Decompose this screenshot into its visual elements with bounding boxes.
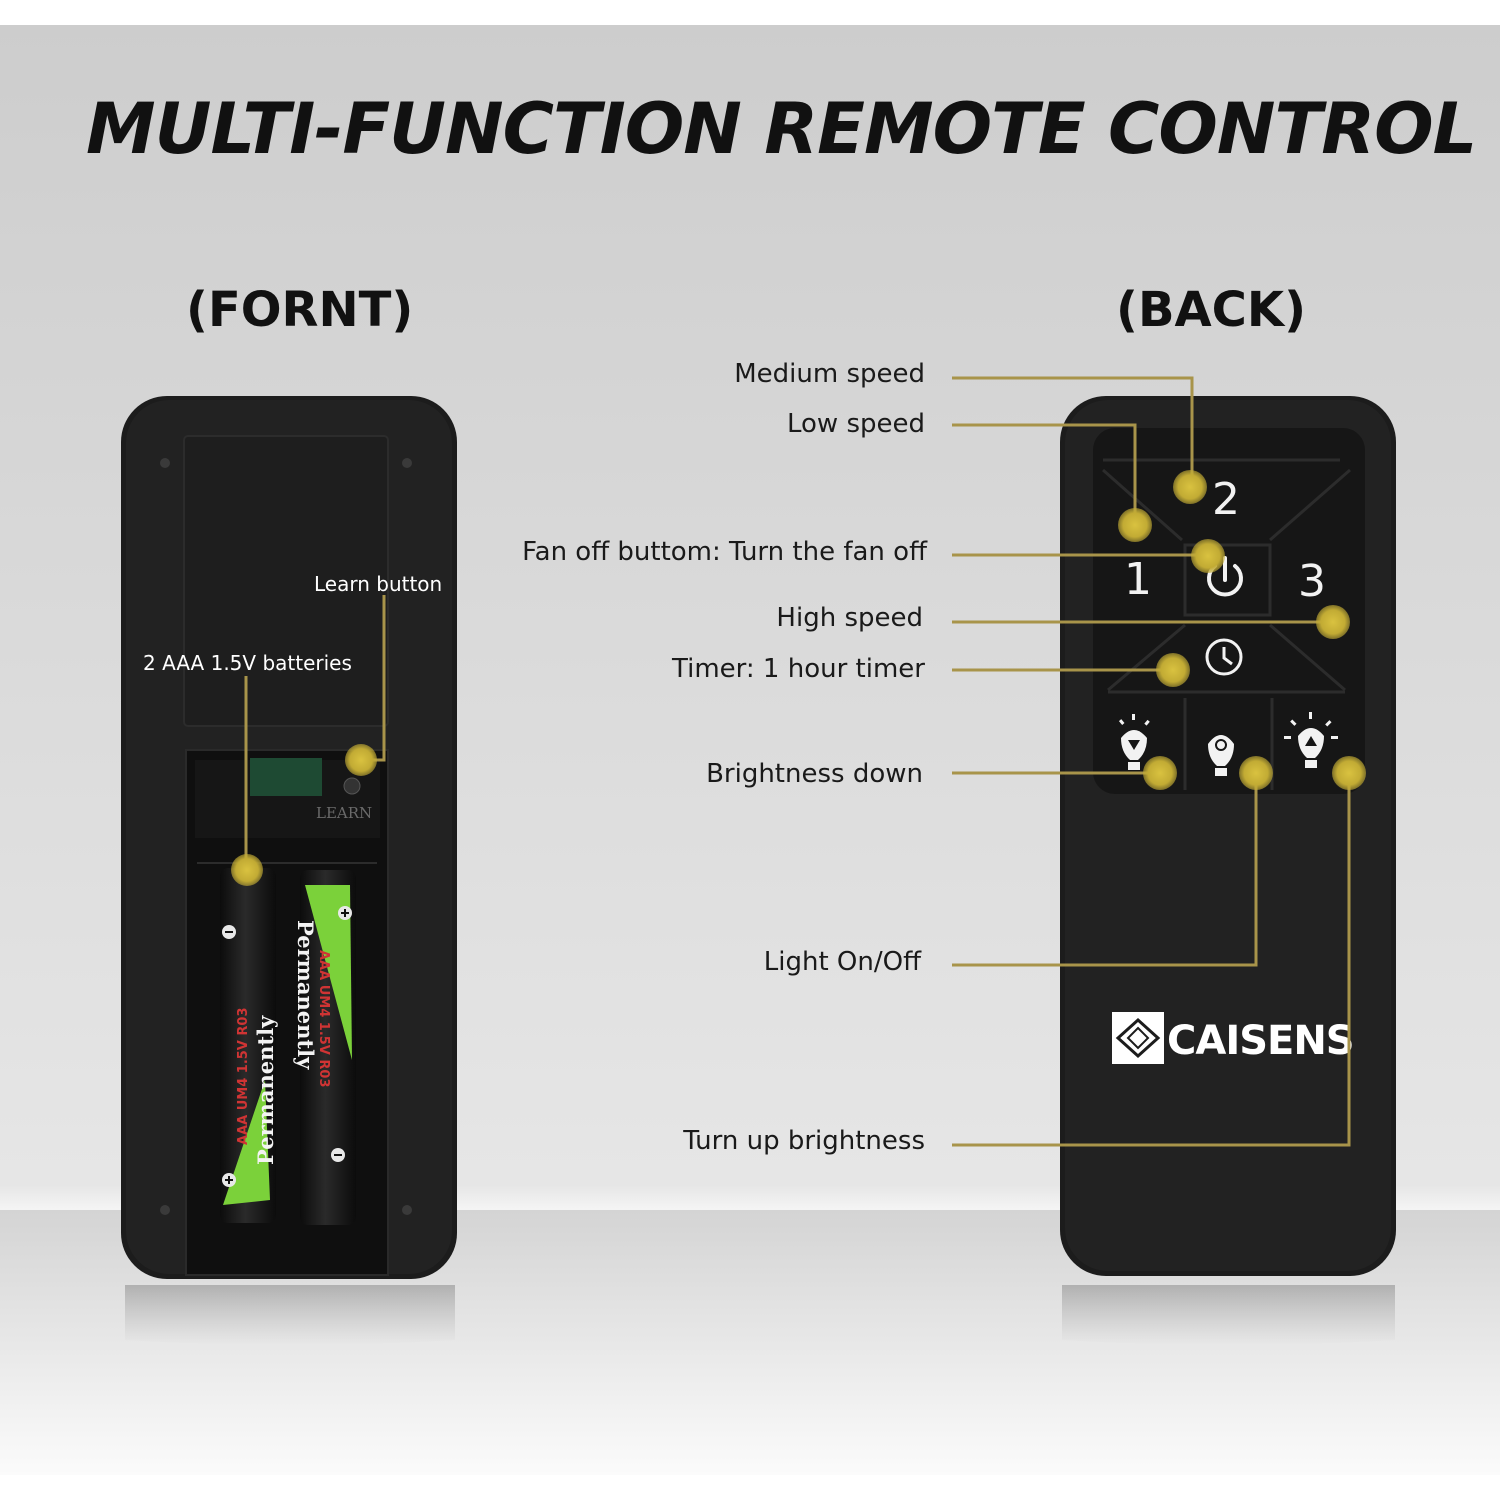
leader-low-speed bbox=[952, 423, 1137, 522]
callout-timer: Timer: 1 hour timer bbox=[672, 654, 925, 684]
key-low-speed[interactable]: 1 bbox=[1124, 554, 1152, 605]
front-label: (FORNT) bbox=[186, 282, 414, 338]
back-label: (BACK) bbox=[1116, 282, 1307, 338]
callout-high-speed: High speed bbox=[776, 603, 923, 633]
callout-medium-speed: Medium speed bbox=[734, 359, 925, 389]
marker-dot bbox=[231, 854, 263, 886]
marker-dot bbox=[345, 744, 377, 776]
battery-left-brand: Permanently bbox=[253, 1015, 278, 1165]
battery-left-spec: AAA UM4 1.5V R03 bbox=[236, 1008, 251, 1146]
batteries-callout: 2 AAA 1.5V batteries bbox=[143, 651, 352, 675]
light-bulb-power-icon[interactable] bbox=[1208, 735, 1234, 776]
marker-dot bbox=[1316, 605, 1350, 639]
headline: MULTI-FUNCTION REMOTE CONTROL bbox=[86, 88, 1477, 170]
brightness-down-icon[interactable] bbox=[1118, 714, 1150, 770]
marker-dot bbox=[1173, 470, 1207, 504]
key-high-speed[interactable]: 3 bbox=[1298, 556, 1326, 607]
timer-clock-icon[interactable] bbox=[1205, 638, 1243, 676]
leader-light-on-off bbox=[952, 775, 1258, 967]
front-remote-reflection bbox=[125, 1285, 455, 1345]
callout-leader-lines bbox=[244, 376, 1351, 1147]
power-icon[interactable] bbox=[1207, 556, 1243, 597]
front-remote: LEARN AAA UM4 1.5V R03 Permanently AAA U… bbox=[121, 396, 457, 1279]
callout-turn-up-brightness: Turn up brightness bbox=[683, 1126, 925, 1156]
callout-markers bbox=[231, 470, 1366, 886]
marker-dot bbox=[1191, 539, 1225, 573]
leader-turn-up-brightness bbox=[952, 775, 1351, 1147]
learn-button[interactable] bbox=[343, 777, 361, 795]
marker-dot bbox=[1118, 508, 1152, 542]
back-remote: 2 1 3 bbox=[1060, 396, 1396, 1276]
learn-button-callout: Learn button bbox=[314, 572, 443, 596]
back-remote-reflection bbox=[1062, 1285, 1395, 1345]
callout-brightness-down: Brightness down bbox=[706, 759, 923, 789]
leader-medium-speed bbox=[952, 376, 1194, 488]
battery-right: AAA UM4 1.5V R03 Permanently bbox=[293, 870, 356, 1225]
callout-low-speed: Low speed bbox=[786, 409, 925, 439]
learn-mark: LEARN bbox=[316, 804, 372, 822]
key-medium-speed[interactable]: 2 bbox=[1212, 474, 1240, 525]
battery-right-brand: Permanently bbox=[293, 920, 318, 1070]
marker-dot bbox=[1143, 756, 1177, 790]
callout-fan-off: Fan off buttom: Turn the fan off bbox=[522, 537, 927, 567]
brightness-up-icon[interactable] bbox=[1284, 712, 1338, 768]
battery-left: AAA UM4 1.5V R03 Permanently bbox=[220, 868, 278, 1223]
caisens-logo: CAISENS bbox=[1112, 1012, 1355, 1064]
battery-right-spec: AAA UM4 1.5V R03 bbox=[316, 950, 331, 1088]
marker-dot bbox=[1332, 756, 1366, 790]
brand-name: CAISENS bbox=[1167, 1018, 1354, 1064]
callout-light-on-off: Light On/Off bbox=[763, 947, 921, 977]
circuit-board-window bbox=[250, 758, 322, 796]
marker-dot bbox=[1156, 653, 1190, 687]
battery-door-area bbox=[183, 435, 389, 727]
marker-dot bbox=[1239, 756, 1273, 790]
